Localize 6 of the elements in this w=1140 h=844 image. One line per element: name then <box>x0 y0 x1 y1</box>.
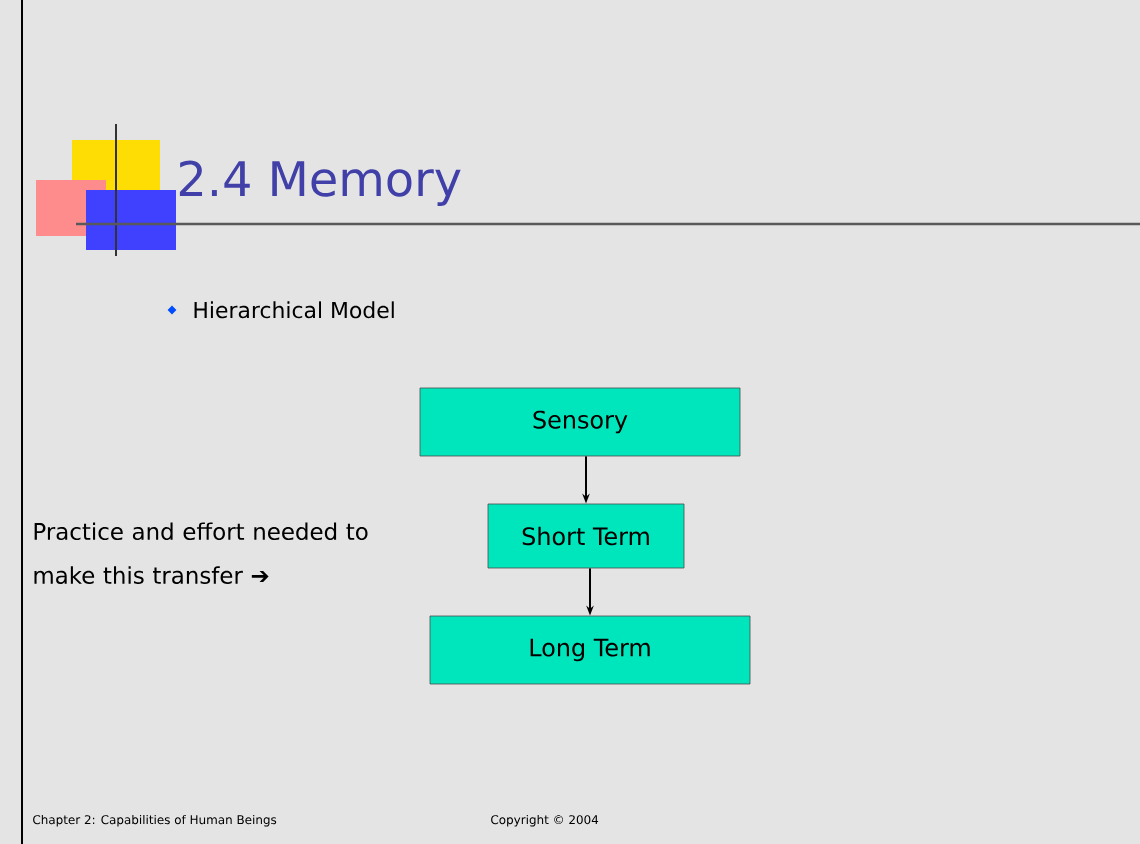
memory-box: Long Term <box>429 615 751 685</box>
note-text: Practice and effort needed to make this transfer ➔ <box>34 522 368 584</box>
bullet-text: Hierarchical Model <box>194 301 394 319</box>
memory-box: Short Term <box>487 503 685 569</box>
memory-box: Sensory <box>419 387 741 457</box>
slide-title: 2.4 Memory <box>179 160 461 206</box>
